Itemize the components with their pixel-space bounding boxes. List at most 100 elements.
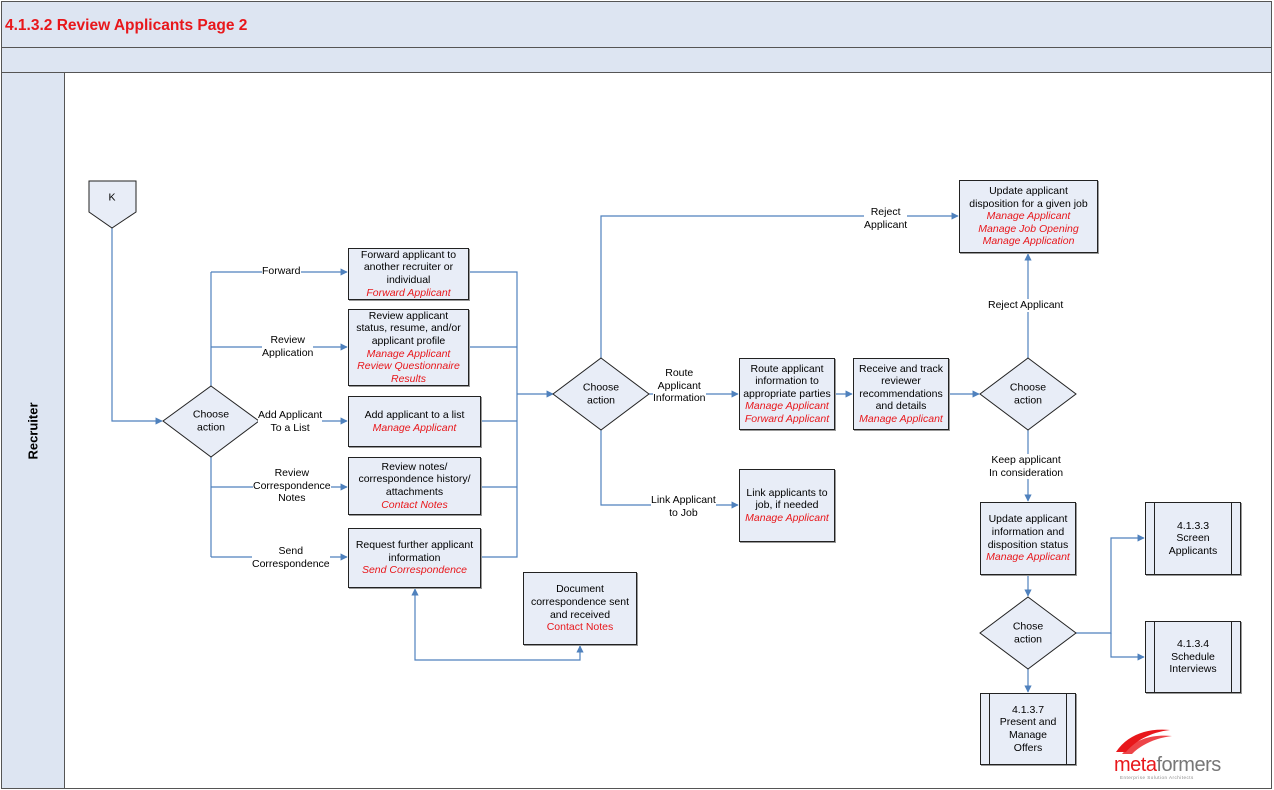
box-line: correspondence sent bbox=[530, 595, 630, 608]
connector-k-to-choose bbox=[111, 228, 163, 425]
process-document-correspondence[interactable]: Document correspondence sent and receive… bbox=[523, 572, 637, 645]
box-reference: Contact Notes bbox=[546, 621, 614, 634]
decision-choose-action-2 bbox=[552, 357, 650, 431]
box-reference: Contact Notes bbox=[381, 498, 448, 511]
box-line: recommendations bbox=[859, 387, 943, 400]
process-forward-applicant[interactable]: Forward applicant to another recruiter o… bbox=[348, 248, 469, 300]
subprocess-schedule-interviews[interactable]: 4.1.3.4 Schedule Interviews bbox=[1145, 621, 1241, 693]
decision-4-label: Chose action bbox=[1013, 620, 1043, 645]
process-route-applicant[interactable]: Route applicant information to appropria… bbox=[739, 358, 835, 430]
decision-3-text: Choose action bbox=[1009, 381, 1047, 406]
label-review-application: Review Application bbox=[262, 334, 314, 360]
subprocess-line: Interviews bbox=[1169, 663, 1217, 676]
box-line: Forward applicant to bbox=[360, 248, 457, 261]
box-line: Receive and track bbox=[858, 362, 944, 375]
offpage-connector-k bbox=[88, 180, 137, 229]
box-line: applicant profile bbox=[371, 334, 446, 347]
title-bar: 4.1.3.2 Review Applicants Page 2 bbox=[1, 1, 1272, 48]
subprocess-line: Applicants bbox=[1168, 544, 1218, 557]
label-keep-applicant: Keep applicant In consideration bbox=[989, 454, 1064, 480]
metaformers-logo: metaformers Enterprise Solution Architec… bbox=[1108, 724, 1238, 780]
label-send-correspondence: Send Correspondence bbox=[252, 545, 330, 571]
box-line: and details bbox=[875, 400, 927, 413]
decision-1-label: Choose action bbox=[193, 408, 229, 433]
connector-document-loop bbox=[411, 588, 581, 661]
process-update-disposition[interactable]: Update applicant disposition for a given… bbox=[959, 180, 1098, 253]
connector-to-schedule bbox=[1110, 633, 1145, 661]
box-reference: Manage Applicant bbox=[745, 400, 829, 413]
box-reference: Manage Application bbox=[982, 235, 1075, 248]
process-review-applicant[interactable]: Review applicant status, resume, and/or … bbox=[348, 309, 469, 386]
label-reject-applicant-top: Reject Applicant bbox=[864, 206, 908, 232]
box-reference: Review Questionnaire bbox=[357, 360, 460, 373]
decision-2-text: Choose action bbox=[582, 381, 620, 406]
box-reference: Manage Applicant bbox=[986, 551, 1070, 564]
box-line: Review notes/ bbox=[381, 460, 448, 473]
process-update-applicant-info[interactable]: Update applicant information and disposi… bbox=[980, 502, 1076, 575]
box-reference: Results bbox=[390, 372, 426, 385]
subprocess-screen-applicants[interactable]: 4.1.3.3 Screen Applicants bbox=[1145, 502, 1241, 575]
box-line: attachments bbox=[385, 486, 444, 498]
box-line: Request further applicant bbox=[355, 539, 474, 552]
connector-reject-top bbox=[600, 212, 959, 358]
decision-choose-action-1 bbox=[162, 385, 260, 458]
connector-merge-bus bbox=[469, 271, 518, 558]
box-line: correspondence history/ bbox=[358, 473, 471, 486]
box-line: disposition for a given job bbox=[969, 197, 1088, 210]
decision-chose-action-4 bbox=[979, 596, 1077, 670]
logo-brand-b: formers bbox=[1156, 754, 1221, 776]
label-add-to-list: Add Applicant To a List bbox=[258, 409, 323, 435]
box-reference: Manage Job Opening bbox=[978, 222, 1079, 235]
logo-tagline: Enterprise Solution Architects bbox=[1120, 775, 1194, 780]
label-route-information: Route Applicant Information bbox=[653, 367, 706, 405]
subprocess-line: 4.1.3.7 bbox=[1011, 703, 1045, 716]
box-line: Update applicant bbox=[989, 185, 1068, 198]
box-line: and received bbox=[549, 608, 611, 621]
decision-1-text: Choose action bbox=[192, 408, 230, 433]
box-line: individual bbox=[386, 274, 431, 286]
subprocess-line: Offers bbox=[1013, 741, 1043, 754]
header-strip bbox=[1, 48, 1272, 73]
subprocess-line: Screen bbox=[1176, 532, 1210, 545]
logo-wordmark: metaformers bbox=[1114, 754, 1221, 777]
box-line: appropriate parties bbox=[743, 387, 831, 400]
box-line: Update applicant bbox=[988, 513, 1068, 526]
box-line: Review applicant bbox=[368, 309, 449, 322]
box-line: reviewer bbox=[881, 375, 921, 388]
decision-4-text: Chose action bbox=[1012, 620, 1044, 645]
subprocess-line: Manage bbox=[1009, 729, 1047, 741]
decision-2-label: Choose action bbox=[583, 381, 619, 406]
process-receive-and-track[interactable]: Receive and track reviewer recommendatio… bbox=[853, 358, 949, 430]
subprocess-line: Present and bbox=[999, 716, 1057, 729]
box-line: another recruiter or bbox=[363, 261, 454, 274]
connector-chose-split bbox=[1076, 534, 1145, 634]
subprocess-present-manage-offers[interactable]: 4.1.3.7 Present and Manage Offers bbox=[980, 693, 1076, 765]
subprocess-line: 4.1.3.4 bbox=[1176, 638, 1210, 651]
decision-choose-action-3 bbox=[979, 357, 1077, 431]
decision-3-label: Choose action bbox=[1010, 381, 1046, 406]
page-title: 4.1.3.2 Review Applicants Page 2 bbox=[5, 17, 248, 34]
process-review-notes[interactable]: Review notes/ correspondence history/ at… bbox=[348, 457, 481, 515]
box-line: status, resume, and/or bbox=[356, 322, 461, 335]
box-line: information and bbox=[991, 525, 1065, 538]
label-link-to-job: Link Applicant to Job bbox=[651, 494, 716, 520]
box-reference: Manage Applicant bbox=[745, 511, 829, 524]
offpage-connector-label: K bbox=[108, 191, 116, 204]
process-add-to-list[interactable]: Add applicant to a list Manage Applicant bbox=[348, 396, 481, 447]
box-line: disposition status bbox=[987, 538, 1069, 551]
box-line: job, if needed bbox=[755, 499, 819, 512]
subprocess-line: 4.1.3.3 bbox=[1176, 519, 1210, 532]
box-reference: Manage Applicant bbox=[366, 347, 451, 360]
logo-brand-a: meta bbox=[1114, 754, 1157, 776]
subprocess-line: Schedule bbox=[1171, 650, 1215, 663]
swimlane-header: Recruiter bbox=[1, 73, 65, 789]
process-link-applicants[interactable]: Link applicants to job, if needed Manage… bbox=[739, 469, 835, 542]
box-line: Route applicant bbox=[750, 362, 824, 375]
label-forward: Forward bbox=[262, 265, 301, 278]
process-request-information[interactable]: Request further applicant information Se… bbox=[348, 528, 481, 588]
logo-swoosh-icon bbox=[1116, 729, 1172, 754]
box-reference: Manage Applicant bbox=[986, 210, 1071, 223]
box-reference: Manage Applicant bbox=[372, 421, 457, 434]
